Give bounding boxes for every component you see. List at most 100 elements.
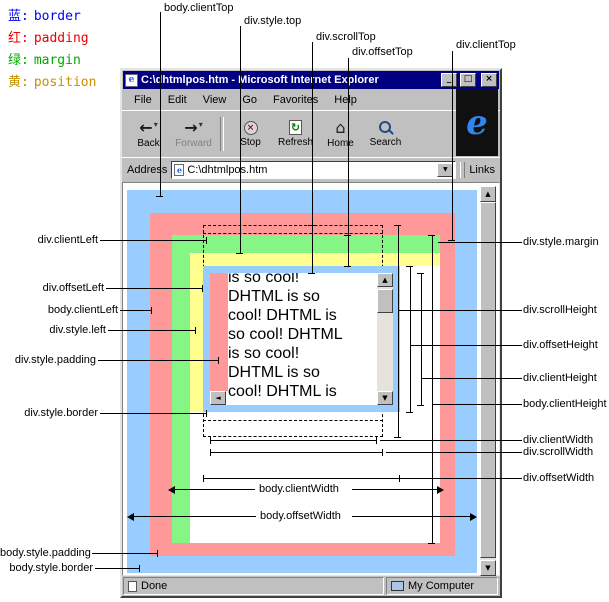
- legend-item-border: 蓝: border: [8, 6, 96, 28]
- div-margin-top-region: [172, 235, 440, 253]
- callout-label: div.style.left: [32, 324, 106, 336]
- back-label: Back: [137, 137, 160, 149]
- close-button[interactable]: ×: [481, 73, 497, 87]
- div-position-top-region: [190, 253, 440, 266]
- scroll-down-button[interactable]: ▼: [377, 391, 393, 405]
- callout-label: body.clientTop: [164, 2, 234, 14]
- menu-file[interactable]: File: [134, 94, 152, 106]
- scroll-down-icon: ▼: [382, 393, 388, 402]
- callout-label: div.scrollTop: [316, 31, 376, 43]
- menu-bar: File Edit View Go Favorites Help: [122, 90, 500, 110]
- legend-item-margin: 绿: margin: [8, 50, 96, 72]
- search-icon: [378, 120, 393, 135]
- div-inner-area: is so cool! DHTML is so cool! DHTML is s…: [210, 273, 393, 405]
- home-label: Home: [327, 137, 354, 149]
- dashed-guide-line: [203, 420, 383, 421]
- callout-label: div.style.padding: [8, 354, 96, 366]
- callout-label: div.scrollHeight: [523, 304, 597, 316]
- scrollbar-thumb[interactable]: [377, 289, 393, 313]
- stop-icon: ×: [243, 120, 258, 135]
- refresh-label: Refresh: [277, 137, 313, 148]
- scroll-left-icon: ◄: [215, 393, 221, 402]
- scroll-down-icon: ▼: [485, 563, 491, 572]
- page-icon: e: [174, 164, 185, 176]
- minimize-button[interactable]: _: [441, 73, 457, 87]
- callout-label: body.style.border: [0, 562, 93, 574]
- scrollbar-thumb[interactable]: [480, 202, 496, 558]
- links-separator[interactable]: [460, 162, 466, 178]
- legend-label: border: [33, 9, 81, 24]
- div-text: is so cool! DHTML is so cool! DHTML is s…: [228, 273, 343, 400]
- back-icon: ←: [139, 117, 153, 137]
- div-position-left-region: [190, 266, 203, 412]
- stop-label: Stop: [240, 136, 261, 148]
- scroll-up-icon: ▲: [485, 189, 491, 198]
- refresh-button[interactable]: ↻ Refresh: [273, 114, 318, 154]
- scroll-up-icon: ▲: [382, 275, 388, 284]
- forward-icon: →: [184, 117, 198, 137]
- menu-view[interactable]: View: [202, 94, 227, 106]
- home-button[interactable]: ⌂ Home: [318, 114, 363, 154]
- color-legend: 蓝: border 红: padding 绿: margin 黄: positi…: [8, 6, 96, 94]
- div-margin-left-region: [172, 235, 190, 543]
- scroll-up-button[interactable]: ▲: [480, 186, 496, 202]
- callout-label: body.clientHeight: [523, 398, 607, 410]
- back-dropdown-icon[interactable]: ▾: [153, 119, 158, 129]
- scroll-up-button[interactable]: ▲: [377, 273, 393, 287]
- div-horizontal-scroll-left-button[interactable]: ◄: [210, 391, 226, 405]
- address-label: Address: [127, 164, 168, 176]
- callout-label: body.offsetWidth: [260, 510, 341, 522]
- div-vertical-scrollbar[interactable]: ▲ ▼: [377, 273, 393, 405]
- my-computer-icon: [391, 581, 404, 591]
- callout-label: div.clientTop: [456, 39, 516, 51]
- search-button[interactable]: Search: [363, 114, 408, 154]
- status-right-panel: My Computer: [386, 577, 498, 595]
- callout-label: div.scrollWidth: [523, 446, 594, 458]
- legend-label: margin: [33, 53, 81, 68]
- div-border-box: is so cool! DHTML is so cool! DHTML is s…: [203, 266, 400, 412]
- legend-key: 蓝:: [8, 9, 29, 24]
- window-title: C:\dhtmlpos.htm - Microsoft Internet Exp…: [141, 74, 379, 86]
- callout-label: div.clientWidth: [523, 434, 594, 446]
- callout-label: div.style.border: [12, 407, 98, 419]
- menu-favorites[interactable]: Favorites: [273, 94, 319, 106]
- legend-item-position: 黄: position: [8, 72, 96, 94]
- legend-label: position: [33, 75, 97, 90]
- callout-label: div.offsetTop: [352, 46, 413, 58]
- search-label: Search: [369, 137, 402, 148]
- menu-edit[interactable]: Edit: [167, 94, 187, 106]
- legend-key: 黄:: [8, 75, 29, 90]
- div-content-text: is so cool! DHTML is so cool! DHTML is s…: [228, 273, 377, 405]
- stop-button[interactable]: × Stop: [228, 114, 273, 154]
- address-field[interactable]: e C:\dhtmlpos.htm ▼: [171, 161, 457, 179]
- legend-label: padding: [33, 31, 89, 46]
- menu-go[interactable]: Go: [242, 94, 258, 106]
- address-bar: Address e C:\dhtmlpos.htm ▼ Links: [122, 157, 500, 182]
- callout-label: div.style.top: [244, 15, 302, 27]
- callout-label: div.offsetWidth: [523, 472, 595, 484]
- window-icon: e: [125, 73, 138, 87]
- back-button[interactable]: ←▾ Back: [126, 114, 171, 154]
- scroll-down-button[interactable]: ▼: [480, 560, 496, 576]
- callout-label: body.clientWidth: [259, 483, 339, 495]
- dashed-guide-line: [203, 233, 383, 234]
- address-dropdown-icon[interactable]: ▼: [437, 163, 454, 177]
- refresh-icon: ↻: [289, 120, 302, 135]
- maximize-button[interactable]: □: [460, 73, 476, 87]
- forward-dropdown-icon[interactable]: ▾: [198, 119, 203, 129]
- legend-key: 红:: [8, 31, 29, 46]
- callout-label: div.style.margin: [523, 236, 599, 248]
- links-button[interactable]: Links: [469, 164, 495, 176]
- address-value[interactable]: C:\dhtmlpos.htm: [187, 164, 268, 176]
- forward-button[interactable]: →▾ Forward: [171, 114, 216, 154]
- title-bar[interactable]: e C:\dhtmlpos.htm - Microsoft Internet E…: [123, 71, 499, 89]
- status-zone-text: My Computer: [408, 580, 475, 592]
- menu-help[interactable]: Help: [334, 94, 357, 106]
- callout-label: div.clientLeft: [20, 234, 98, 246]
- callout-label: div.offsetLeft: [28, 282, 104, 294]
- legend-key: 绿:: [8, 53, 29, 68]
- body-vertical-scrollbar[interactable]: ▲ ▼: [480, 186, 496, 576]
- callout-label: body.clientLeft: [38, 304, 118, 316]
- document-icon: [128, 580, 137, 592]
